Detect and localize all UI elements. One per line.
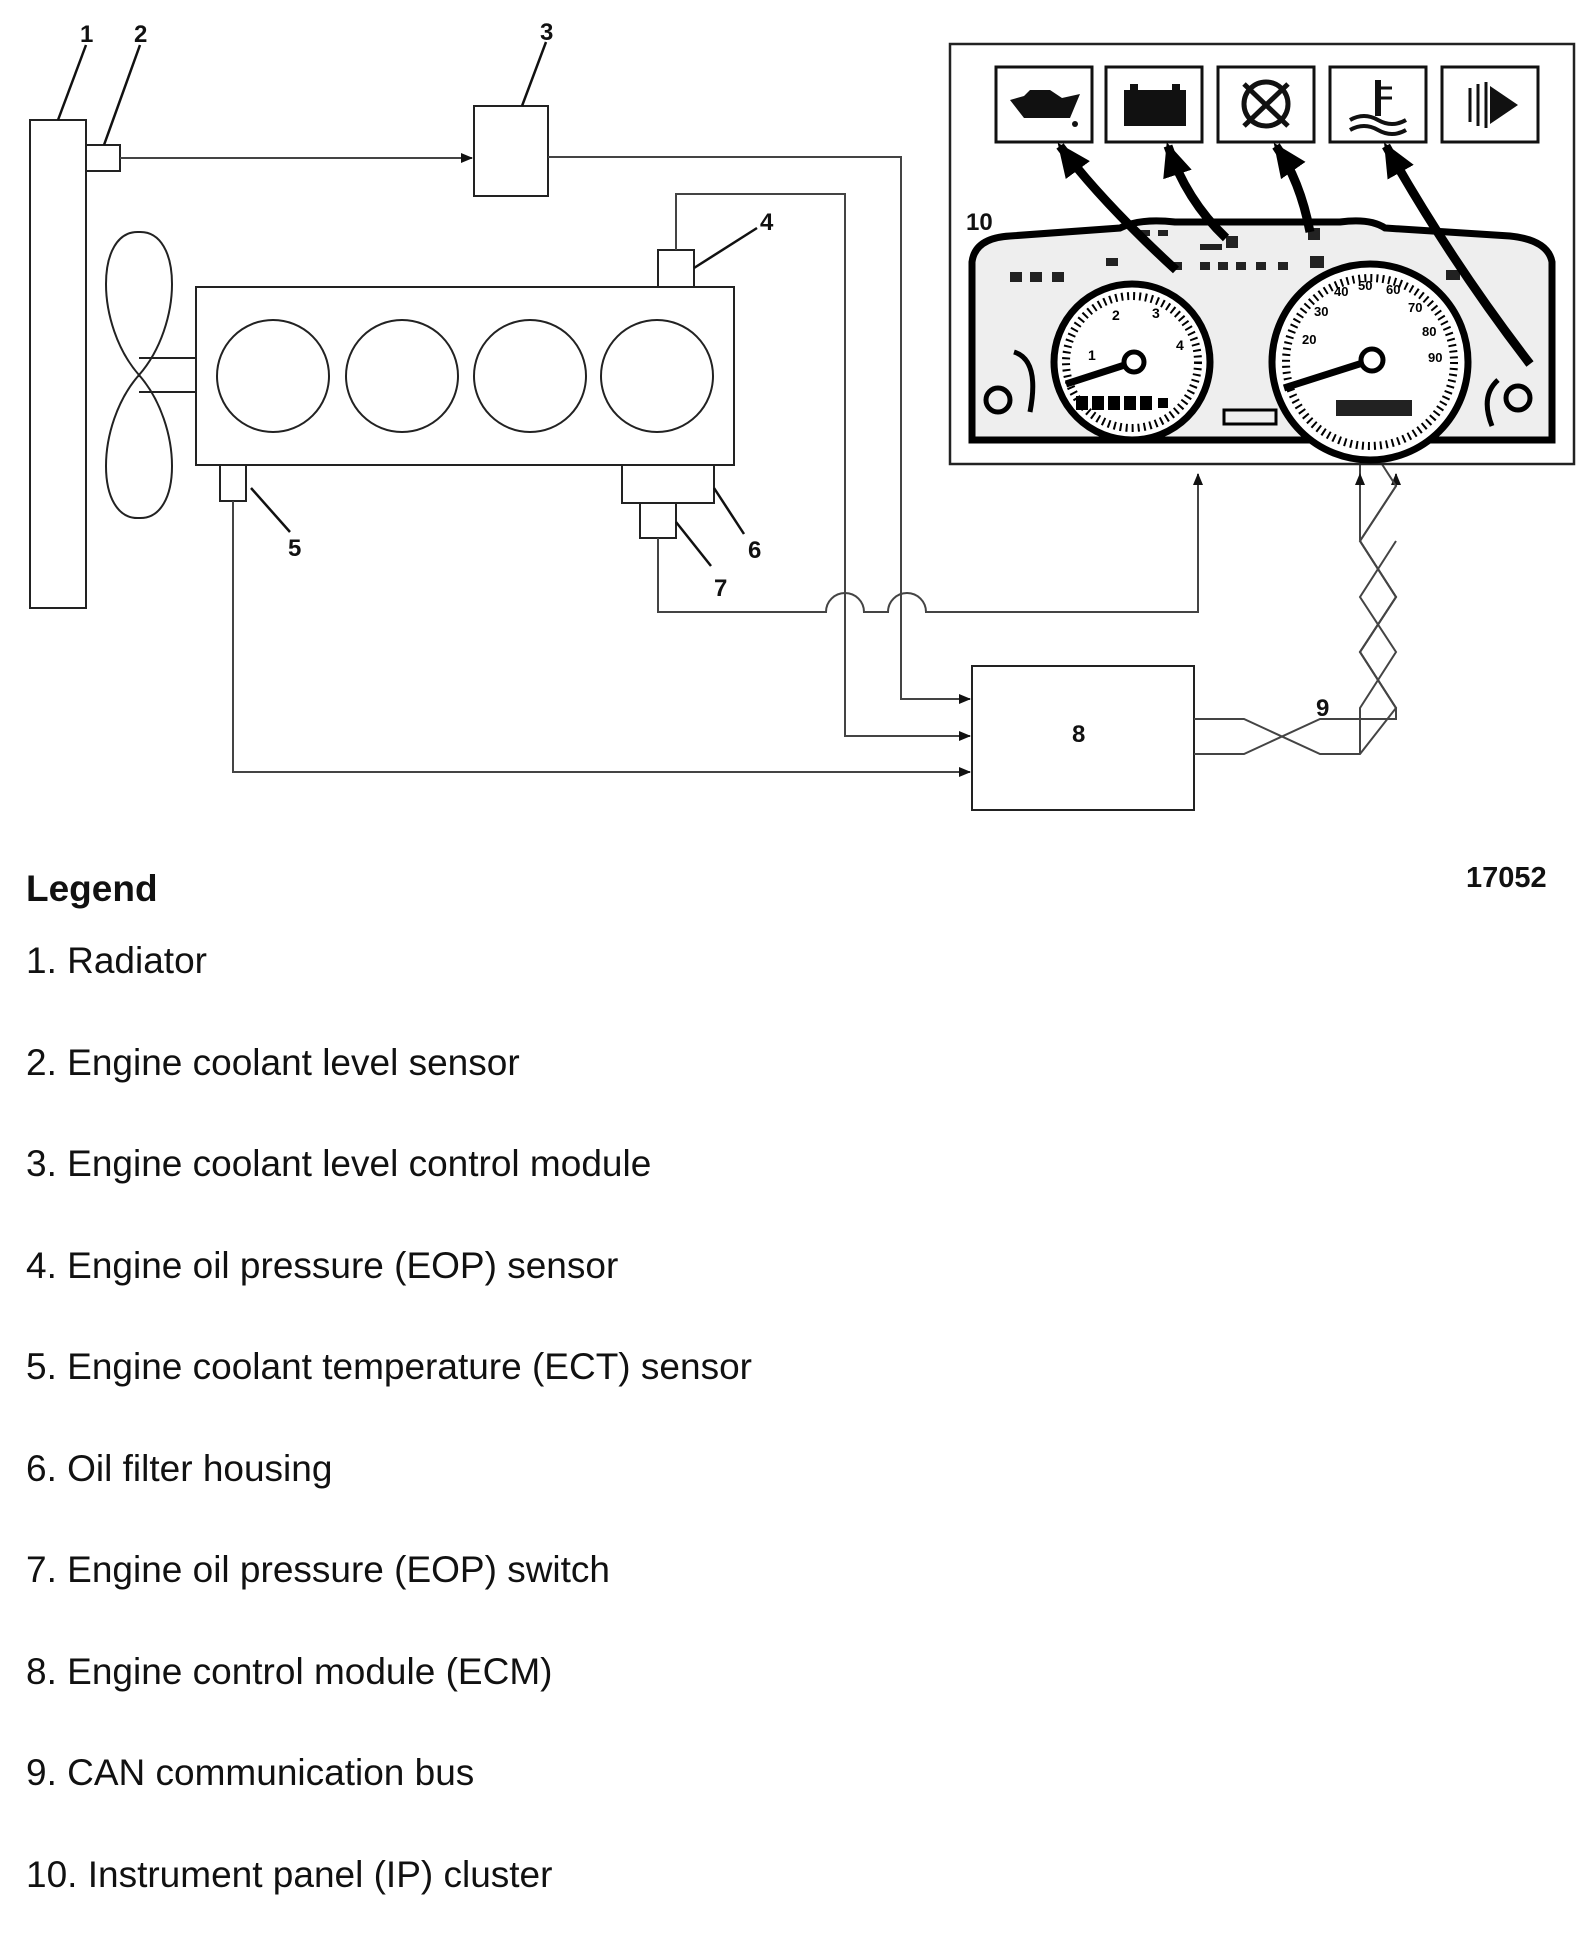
speed-tick-80: 80 (1422, 324, 1436, 339)
callout-9: 9 (1316, 695, 1329, 722)
coolant-level-sensor (86, 145, 120, 171)
legend-item: 3. Engine coolant level control module (26, 1139, 752, 1241)
tach-tick-3: 3 (1152, 305, 1160, 321)
callout-8: 8 (1072, 721, 1085, 748)
legend-item: 5. Engine coolant temperature (ECT) sens… (26, 1342, 752, 1444)
coolant-temperature-icon (1330, 67, 1426, 142)
can-bus-wire-a (1194, 474, 1396, 754)
callout-3: 3 (540, 19, 553, 46)
can-bus-wire-b (1194, 430, 1396, 754)
wire-ect-to-ecm (233, 501, 970, 772)
cooling-fan (106, 232, 196, 518)
speedometer: 20 30 40 50 60 70 80 90 (1272, 264, 1468, 460)
legend-item: 10. Instrument panel (IP) cluster (26, 1850, 752, 1951)
legend-list: 1. Radiator 2. Engine coolant level sens… (26, 936, 752, 1951)
legend-title: Legend (26, 868, 158, 910)
radiator (30, 120, 86, 608)
ip-cluster: 1 2 3 4 20 30 40 50 60 70 80 90 (950, 44, 1574, 464)
tach-tick-1: 1 (1088, 347, 1096, 363)
speed-tick-70: 70 (1408, 300, 1422, 315)
speed-tick-20: 20 (1302, 332, 1316, 347)
steering-icon (1218, 67, 1314, 142)
eop-switch (640, 503, 676, 538)
callout-5: 5 (288, 535, 301, 562)
speed-tick-60: 60 (1386, 282, 1400, 297)
legend-item: 2. Engine coolant level sensor (26, 1038, 752, 1140)
wire-eop-switch-to-cluster (658, 474, 1198, 612)
speed-tick-50: 50 (1358, 278, 1372, 293)
legend-item: 8. Engine control module (ECM) (26, 1647, 752, 1749)
engine-block (196, 287, 734, 465)
oil-pressure-icon (996, 67, 1092, 142)
callout-7: 7 (714, 575, 727, 602)
system-diagram: 1 2 3 4 20 30 40 50 60 70 80 90 (0, 0, 1588, 830)
legend-item: 9. CAN communication bus (26, 1748, 752, 1850)
legend-item: 4. Engine oil pressure (EOP) sensor (26, 1241, 752, 1343)
tach-tick-2: 2 (1112, 307, 1120, 323)
speed-tick-30: 30 (1314, 304, 1328, 319)
tachometer: 1 2 3 4 (1054, 284, 1210, 440)
legend-item: 6. Oil filter housing (26, 1444, 752, 1546)
figure-id: 17052 (1466, 862, 1547, 895)
eop-sensor (658, 250, 694, 287)
callout-1: 1 (80, 21, 93, 48)
callout-6: 6 (748, 537, 761, 564)
legend-item: 1. Radiator (26, 936, 752, 1038)
legend-item: 7. Engine oil pressure (EOP) switch (26, 1545, 752, 1647)
oil-filter-housing (622, 465, 714, 503)
battery-icon (1106, 67, 1202, 142)
buzzer-icon (1442, 67, 1538, 142)
speed-tick-90: 90 (1428, 350, 1442, 365)
tach-tick-4: 4 (1176, 337, 1184, 353)
speed-tick-40: 40 (1334, 284, 1348, 299)
callout-4: 4 (760, 209, 774, 236)
callout-10: 10 (966, 209, 993, 236)
ect-sensor (220, 465, 246, 501)
coolant-level-control-module (474, 106, 548, 196)
callout-2: 2 (134, 21, 147, 48)
